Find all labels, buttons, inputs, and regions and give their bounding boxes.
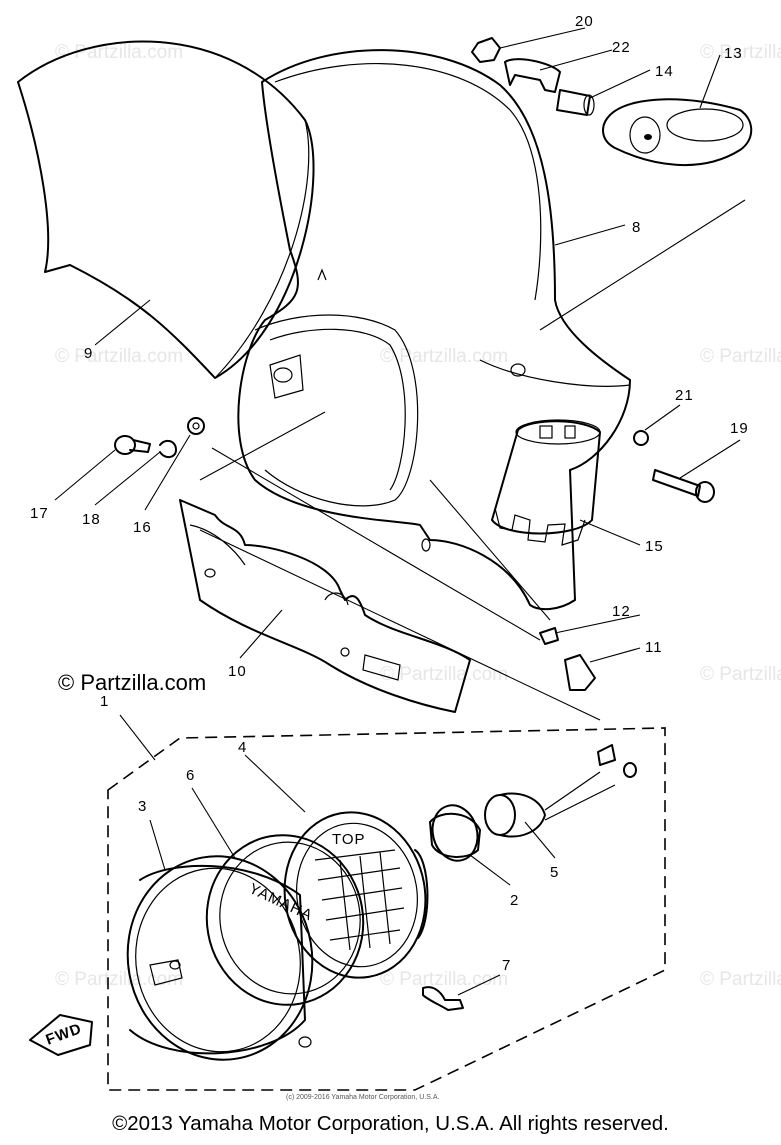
copyright-notice: ©2013 Yamaha Motor Corporation, U.S.A. A… — [112, 1112, 669, 1135]
watermark-faint: © Partzilla.com — [380, 969, 508, 990]
part-9-visor — [17, 40, 315, 379]
part-14-collar — [556, 89, 595, 116]
part-7-clip — [422, 986, 464, 1011]
callout-21: 21 — [675, 387, 694, 404]
callout-6: 6 — [186, 767, 195, 784]
callout-9: 9 — [84, 345, 93, 362]
watermark-main: © Partzilla.com — [58, 670, 206, 695]
watermark-faint: © Partzilla.com — [380, 346, 508, 367]
leader-lines — [54, 27, 746, 996]
callout-2: 2 — [510, 892, 519, 909]
callout-3: 3 — [138, 798, 147, 815]
fwd-arrow-icon: FWD — [29, 1014, 93, 1056]
callout-7: 7 — [502, 957, 511, 974]
callout-10: 10 — [228, 663, 247, 680]
callout-20: 20 — [575, 13, 594, 30]
watermark-faint: © Partzilla.com — [55, 969, 183, 990]
part-12-clip — [539, 627, 559, 645]
callout-22: 22 — [612, 39, 631, 56]
part-13-mount — [602, 98, 753, 167]
part-18-washer — [159, 439, 177, 458]
callout-4: 4 — [238, 739, 247, 756]
part-22-clamp — [504, 58, 561, 93]
part-11-screw — [564, 654, 596, 691]
part-10-bracket — [179, 499, 471, 713]
callout-16: 16 — [133, 519, 152, 536]
callout-12: 12 — [612, 603, 631, 620]
part-5-socket — [484, 744, 637, 838]
callout-8: 8 — [632, 219, 641, 236]
watermark-faint: © Partzilla.com — [700, 664, 781, 685]
part-17-screw — [114, 435, 151, 455]
callout-18: 18 — [82, 511, 101, 528]
watermark-faint: © Partzilla.com — [55, 346, 183, 367]
small-copyright: (c) 2009-2016 Yamaha Motor Corporation, … — [286, 1094, 440, 1101]
callout-5: 5 — [550, 864, 559, 881]
callout-17: 17 — [30, 505, 49, 522]
part-8-cowl — [237, 49, 631, 611]
watermark-faint: © Partzilla.com — [700, 346, 781, 367]
part-19-bolt — [652, 469, 715, 503]
part-6-lens: YAMAHA — [205, 834, 365, 1006]
part-20-nut — [471, 37, 501, 63]
watermark-faint: © Partzilla.com — [55, 42, 183, 63]
watermark-faint: © Partzilla.com — [700, 969, 781, 990]
callout-19: 19 — [730, 420, 749, 437]
callout-14: 14 — [655, 63, 674, 80]
part-2-bulb — [429, 804, 481, 862]
part-21-washer — [633, 430, 649, 446]
watermark-faint: © Partzilla.com — [380, 664, 508, 685]
part-16-washer — [187, 417, 205, 435]
watermark-layer: © Partzilla.com © Partzilla.com © Partzi… — [55, 42, 781, 990]
lens-top-text: TOP — [332, 831, 366, 848]
callout-1: 1 — [100, 693, 109, 710]
lens-brand-text: YAMAHA — [246, 880, 315, 924]
callout-13: 13 — [724, 45, 743, 62]
part-3-rim — [126, 855, 314, 1061]
callout-15: 15 — [645, 538, 664, 555]
callout-numbers: 20 22 14 13 8 9 21 19 15 12 11 17 18 16 … — [30, 13, 749, 974]
callout-11: 11 — [645, 639, 663, 656]
part-15-grommet — [491, 419, 601, 546]
part-4-reflector: TOP — [283, 811, 429, 979]
watermark-faint: © Partzilla.com — [700, 42, 781, 63]
